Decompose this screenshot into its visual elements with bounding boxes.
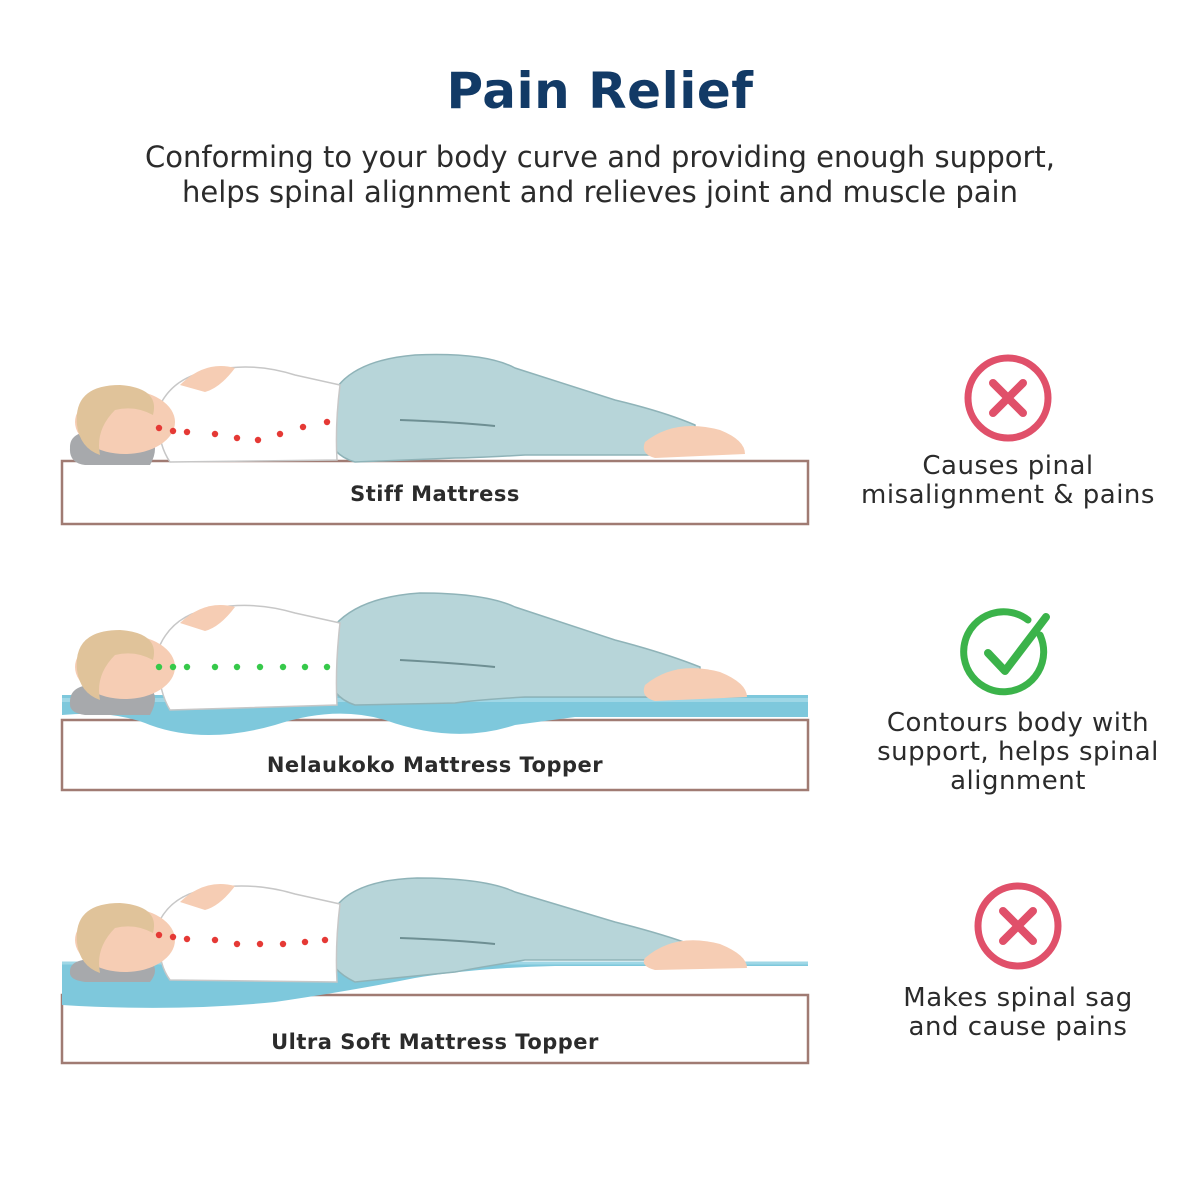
- cross-icon: [964, 354, 1052, 442]
- comparison-row-stiff: Stiff Mattress Causes pinal misalignment…: [0, 330, 1200, 570]
- caption-line: misalignment & pains: [861, 480, 1155, 510]
- mattress-label: Stiff Mattress: [350, 482, 520, 506]
- cross-icon: [974, 882, 1062, 970]
- verdict-caption: Causes pinal misalignment & pains: [838, 452, 1178, 510]
- subtitle-line: helps spinal alignment and relieves join…: [182, 175, 1018, 209]
- sleeper-illustration-stiff: [60, 353, 810, 526]
- caption-line: support, helps spinal: [877, 737, 1159, 767]
- verdict-caption: Makes spinal sag and cause pains: [848, 984, 1188, 1042]
- subtitle-line: Conforming to your body curve and provid…: [144, 140, 1056, 174]
- caption-line: and cause pains: [908, 1012, 1128, 1042]
- sleeper-illustration-ultrasoft: [60, 877, 810, 1065]
- caption-line: Makes spinal sag: [903, 983, 1133, 1013]
- comparison-row-ultrasoft: Ultra Soft Mattress Topper Makes spinal …: [0, 860, 1200, 1100]
- verdict-caption: Contours body with support, helps spinal…: [848, 709, 1188, 796]
- spine-dots-good: [155, 663, 331, 671]
- caption-line: Causes pinal: [922, 451, 1094, 481]
- mattress-label: Ultra Soft Mattress Topper: [271, 1030, 599, 1054]
- check-icon: [960, 608, 1050, 696]
- sleeper-illustration-topper: [60, 592, 810, 792]
- page-subtitle: Conforming to your body curve and provid…: [60, 140, 1140, 210]
- page-title: Pain Relief: [446, 62, 754, 120]
- caption-line: Contours body with: [886, 708, 1150, 738]
- mattress-label: Nelaukoko Mattress Topper: [266, 753, 604, 777]
- caption-line: alignment: [950, 766, 1086, 796]
- spine-dots-bad: [155, 418, 331, 444]
- comparison-row-topper: Nelaukoko Mattress Topper Contours body …: [0, 575, 1200, 815]
- spine-dots-bad: [155, 931, 329, 948]
